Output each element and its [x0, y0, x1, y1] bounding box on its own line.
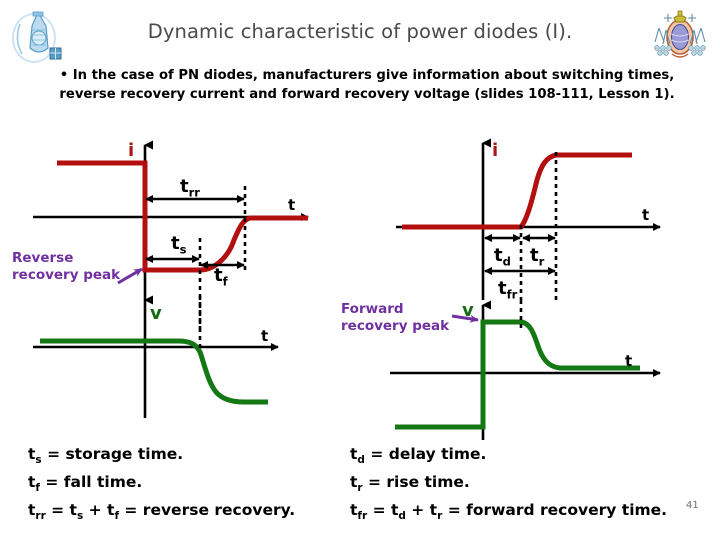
legend-turn-on-definitions: td = delay time. tr = rise time. tfr = t…	[350, 443, 667, 527]
annotation-reverse-recovery-peak: Reverse recovery peak	[12, 250, 120, 284]
axis-label-current-right: i	[492, 140, 499, 161]
legend-line-ts: ts = storage time.	[28, 445, 184, 467]
annotation-line-1: Reverse	[12, 250, 74, 266]
annotation-line-1: Forward	[341, 301, 404, 317]
interval-label-trr: trr	[180, 176, 200, 200]
legend-line-td: td = delay time.	[350, 445, 487, 467]
axis-label-time-bottom-left: t	[261, 327, 269, 345]
reverse-recovery-current-chart	[33, 140, 309, 332]
legend-turn-off-definitions: ts = storage time. tf = fall time. trr =…	[28, 443, 295, 527]
legend-line-tf: tf = fall time.	[28, 473, 143, 495]
axis-label-voltage-right: v	[462, 300, 474, 321]
axis-label-time-top-right: t	[642, 206, 650, 224]
page-number: 41	[686, 500, 699, 511]
annotation-forward-recovery-peak: Forward recovery peak	[341, 301, 449, 335]
annotation-line-2: recovery peak	[341, 318, 450, 334]
reverse-recovery-voltage-chart	[33, 295, 279, 418]
interval-label-tfr: tfr	[498, 278, 518, 302]
axis-label-time-bottom-right: t	[625, 352, 633, 370]
university-coat-of-arms-logo-icon	[654, 10, 706, 58]
university-seal-logo-blue-icon	[12, 10, 62, 63]
bullet-paragraph: • In the case of PN diodes, manufacturer…	[59, 68, 675, 102]
forward-recovery-current-chart	[396, 138, 661, 300]
legend-line-trr: trr = ts + tf = reverse recovery.	[28, 501, 296, 523]
interval-label-ts: ts	[171, 233, 187, 257]
axis-label-current-left: i	[128, 140, 135, 161]
annotation-line-2: recovery peak	[12, 267, 121, 283]
interval-label-tr: tr	[530, 245, 545, 269]
interval-label-tf: tf	[214, 265, 228, 289]
legend-line-tfr: tfr = td + tr = forward recovery time.	[350, 501, 668, 523]
forward-recovery-voltage-chart	[390, 300, 661, 440]
page-title: Dynamic characteristic of power diodes (…	[147, 20, 573, 43]
axis-label-voltage-left: v	[150, 303, 162, 324]
interval-label-td: td	[494, 245, 511, 269]
legend-line-tr: tr = rise time.	[350, 473, 470, 495]
axis-label-time-top-left: t	[288, 196, 296, 214]
